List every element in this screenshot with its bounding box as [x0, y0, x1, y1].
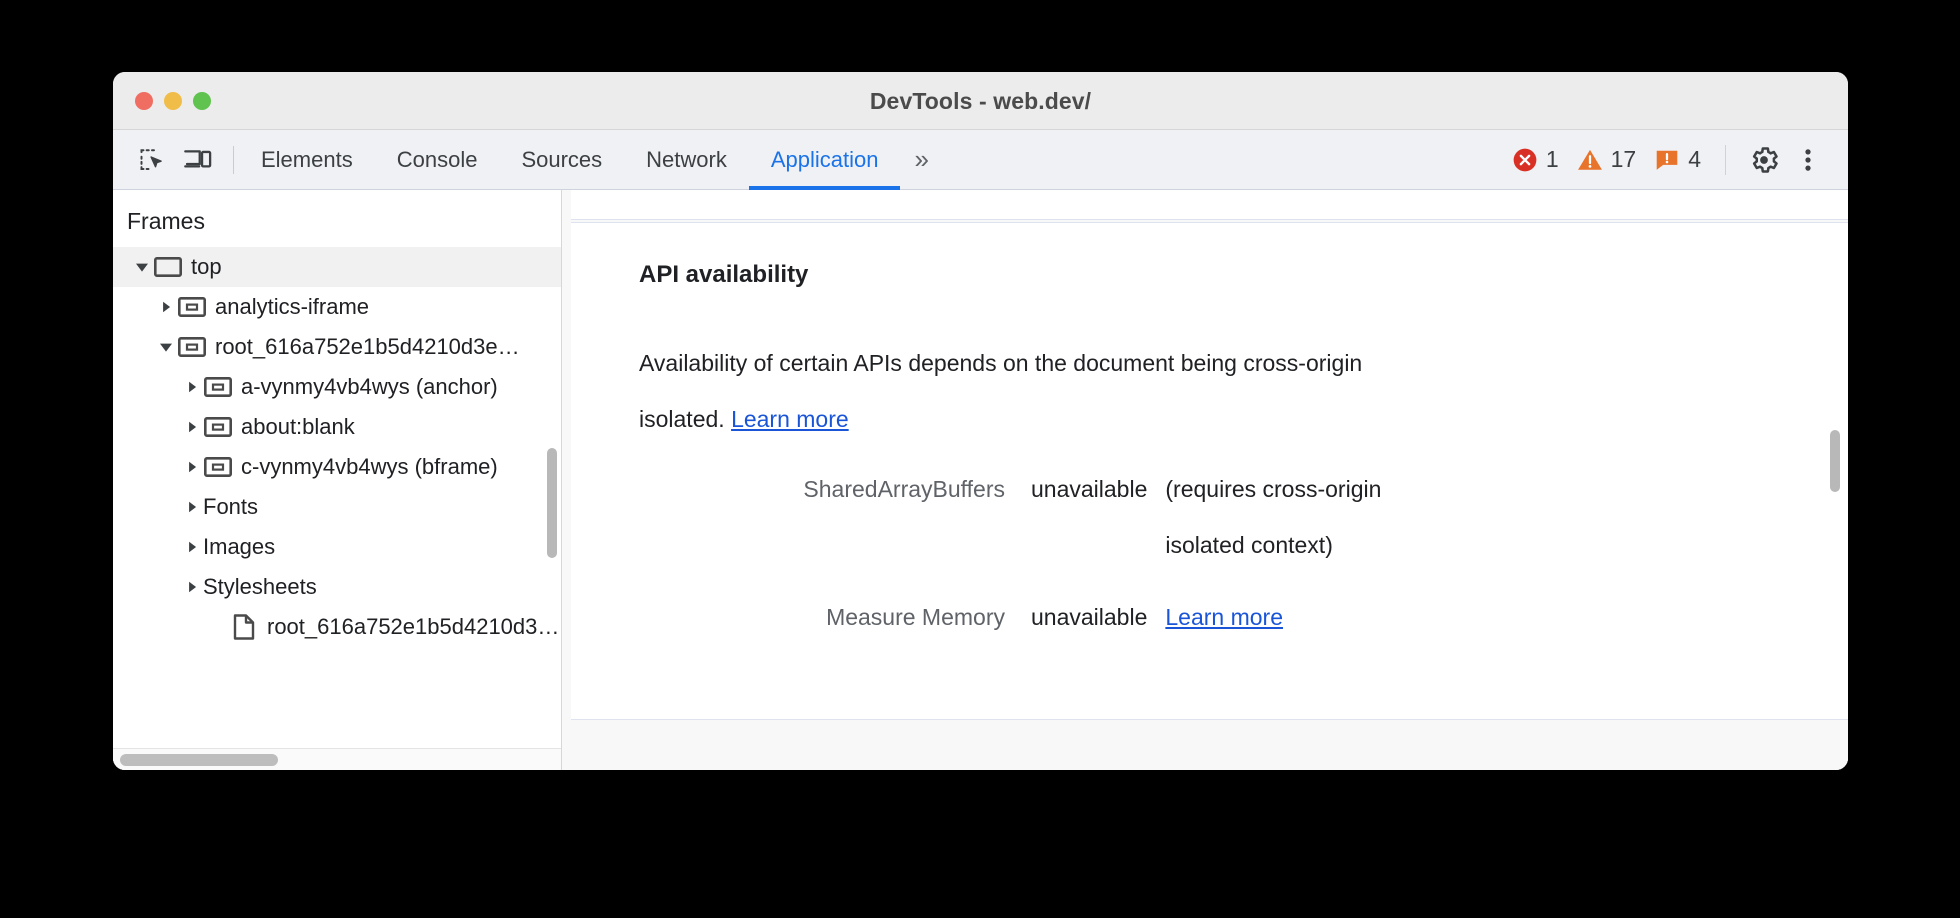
frames-sidebar: Frames top	[113, 190, 562, 770]
chevron-down-icon[interactable]	[155, 339, 177, 355]
api-note-line1: (requires cross-origin	[1165, 476, 1382, 502]
tree-item-label: root_616a752e1b5d4210d3…	[267, 614, 560, 639]
chevron-right-icon[interactable]	[181, 380, 203, 394]
issue-counter[interactable]: 4	[1654, 146, 1701, 173]
api-row-sharedarraybuffers: SharedArrayBuffers unavailable (requires…	[571, 461, 1848, 573]
chevron-down-icon[interactable]	[131, 259, 153, 275]
api-label: Measure Memory	[826, 604, 1005, 630]
issue-icon	[1656, 150, 1678, 170]
minimize-window-button[interactable]	[164, 92, 182, 110]
tab-sources[interactable]: Sources	[521, 146, 603, 172]
learn-more-link-description[interactable]: Learn more	[731, 406, 849, 432]
tree-item-top[interactable]: top	[113, 247, 561, 287]
main-vertical-scrollbar[interactable]	[1830, 430, 1840, 492]
tree-item-document[interactable]: root_616a752e1b5d4210d3…	[113, 607, 561, 647]
api-note-line2: isolated context)	[1165, 532, 1333, 558]
error-icon	[1513, 148, 1537, 171]
sidebar-horizontal-scrollbar[interactable]	[113, 748, 561, 770]
chevron-right-icon[interactable]	[181, 420, 203, 434]
frame-icon	[177, 296, 207, 318]
sidebar-horizontal-scrollbar-thumb[interactable]	[120, 754, 278, 766]
more-tabs-chevron-icon[interactable]: »	[914, 144, 929, 174]
tree-item-c-bframe[interactable]: c-vynmy4vb4wys (bframe)	[113, 447, 561, 487]
warning-counter[interactable]: 17	[1577, 146, 1637, 173]
tree-item-root-frame[interactable]: root_616a752e1b5d4210d3e…	[113, 327, 561, 367]
tree-item-label: a-vynmy4vb4wys (anchor)	[241, 374, 498, 399]
tree-item-stylesheets[interactable]: Stylesheets	[113, 567, 561, 607]
warning-count: 17	[1610, 146, 1637, 172]
chevron-right-icon[interactable]	[181, 540, 203, 554]
tree-item-label: about:blank	[241, 414, 355, 439]
toolbar-divider	[233, 145, 234, 174]
close-window-button[interactable]	[135, 92, 153, 110]
devtools-body: Frames top	[113, 190, 1848, 770]
sidebar-vertical-scrollbar[interactable]	[547, 448, 557, 558]
devtools-window: DevTools - web.dev/ Elements Console Sou…	[113, 72, 1848, 770]
document-icon	[229, 614, 259, 640]
devtools-tabbar: Elements Console Sources Network Applica…	[113, 130, 1848, 190]
api-row-measure-memory: Measure Memory unavailable Learn more	[571, 589, 1848, 645]
window-title: DevTools - web.dev/	[869, 88, 1092, 114]
tree-item-fonts[interactable]: Fonts	[113, 487, 561, 527]
frame-icon	[203, 416, 233, 438]
section-description: Availability of certain APIs depends on …	[639, 335, 1459, 447]
tab-application[interactable]: Application	[748, 130, 901, 190]
issue-count: 4	[1688, 146, 1701, 172]
tree-item-label: Fonts	[203, 494, 259, 519]
chevron-right-icon[interactable]	[155, 300, 177, 314]
tab-console[interactable]: Console	[396, 146, 478, 172]
api-status: unavailable	[1031, 476, 1148, 502]
tree-item-label: analytics-iframe	[215, 294, 370, 319]
api-label: SharedArrayBuffers	[803, 476, 1005, 502]
tree-item-about-blank[interactable]: about:blank	[113, 407, 561, 447]
tree-item-analytics-iframe[interactable]: analytics-iframe	[113, 287, 561, 327]
tree-item-label: c-vynmy4vb4wys (bframe)	[241, 454, 498, 479]
tree-item-label: Stylesheets	[203, 574, 317, 599]
warning-icon	[1577, 149, 1602, 170]
device-toolbar-icon[interactable]	[175, 139, 221, 181]
window-titlebar: DevTools - web.dev/	[113, 72, 1848, 130]
tree-item-images[interactable]: Images	[113, 527, 561, 567]
sidebar-title: Frames	[127, 208, 205, 234]
api-availability-section: API availability Availability of certain…	[571, 222, 1848, 720]
error-counter[interactable]: 1	[1512, 146, 1559, 173]
learn-more-link-measure-memory[interactable]: Learn more	[1165, 604, 1283, 630]
tree-item-label: top	[191, 254, 222, 279]
frame-top-icon	[153, 256, 183, 278]
more-options-icon[interactable]	[1786, 138, 1830, 182]
frame-icon	[177, 336, 207, 358]
api-note: (requires cross-origin isolated context)	[1165, 461, 1465, 573]
tree-item-a-anchor[interactable]: a-vynmy4vb4wys (anchor)	[113, 367, 561, 407]
tree-item-label: root_616a752e1b5d4210d3e…	[215, 334, 520, 359]
frame-icon	[203, 376, 233, 398]
description-line1: Availability of certain APIs depends on …	[639, 350, 1363, 376]
chevron-right-icon[interactable]	[181, 580, 203, 594]
description-line2-prefix: isolated.	[639, 406, 732, 432]
tab-network[interactable]: Network	[646, 146, 727, 172]
tab-elements[interactable]: Elements	[261, 146, 353, 172]
traffic-light-buttons	[135, 92, 211, 110]
chevron-right-icon[interactable]	[181, 500, 203, 514]
page-title: API availability	[639, 261, 809, 288]
tabbar-right-tools: 1 17 4	[1512, 138, 1848, 182]
chevron-right-icon[interactable]	[181, 460, 203, 474]
inspect-element-icon[interactable]	[129, 139, 175, 181]
settings-gear-icon[interactable]	[1742, 138, 1786, 182]
toolbar-divider-right	[1725, 144, 1726, 175]
panel-top-strip	[571, 190, 1848, 220]
error-count: 1	[1545, 146, 1559, 172]
maximize-window-button[interactable]	[193, 92, 211, 110]
api-status: unavailable	[1031, 604, 1148, 630]
tree-item-label: Images	[203, 534, 276, 559]
frame-icon	[203, 456, 233, 478]
frame-details-panel: API availability Availability of certain…	[562, 190, 1848, 770]
